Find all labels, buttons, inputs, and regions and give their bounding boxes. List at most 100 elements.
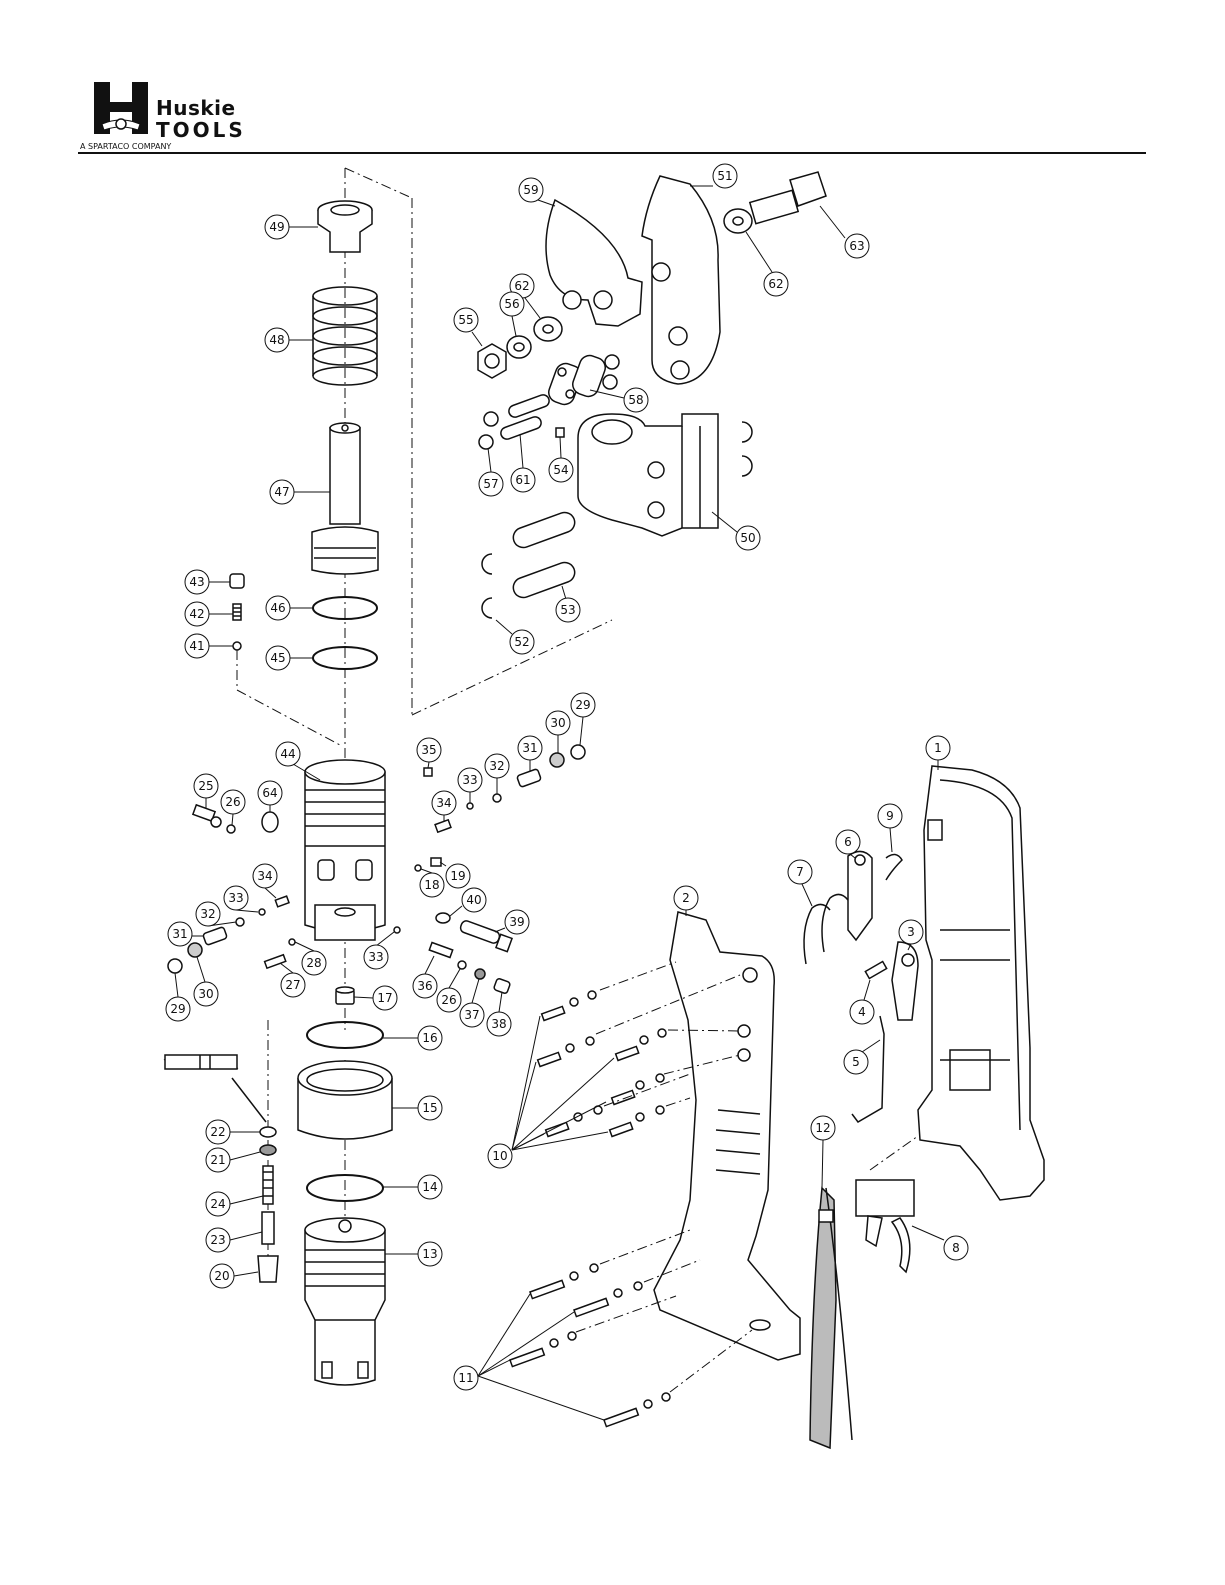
callout-34-left: 34 xyxy=(253,864,277,898)
part-28-o-ring xyxy=(289,939,295,945)
part-59-moving-jaw xyxy=(546,200,642,326)
svg-text:58: 58 xyxy=(628,393,643,407)
part-21-o-ring xyxy=(260,1145,276,1155)
detail-section-block xyxy=(165,1055,237,1069)
part-20-plug xyxy=(258,1256,278,1282)
part-34-spring-left xyxy=(275,896,289,907)
callout-54: 54 xyxy=(549,437,573,482)
part-50-clips xyxy=(742,422,752,476)
callout-46: 46 xyxy=(266,596,313,620)
part-62-washer-left xyxy=(534,317,562,341)
svg-text:20: 20 xyxy=(214,1269,229,1283)
callout-35: 35 xyxy=(417,738,441,768)
part-7-spring-a xyxy=(804,904,830,964)
callout-29-right: 29 xyxy=(571,693,595,745)
svg-text:56: 56 xyxy=(504,297,519,311)
svg-text:62: 62 xyxy=(514,279,529,293)
part-54-set-screw xyxy=(556,428,564,437)
svg-text:53: 53 xyxy=(560,603,575,617)
svg-text:13: 13 xyxy=(422,1247,437,1261)
callout-42: 42 xyxy=(185,602,233,626)
part-38-plug xyxy=(493,978,510,994)
callout-55: 55 xyxy=(454,308,482,346)
svg-text:52: 52 xyxy=(514,635,529,649)
part-7-spring-b xyxy=(822,894,848,952)
part-61-pins xyxy=(499,393,551,441)
callout-43: 43 xyxy=(185,570,230,594)
svg-text:31: 31 xyxy=(172,927,187,941)
callout-63: 63 xyxy=(820,206,869,258)
part-39-release-valve xyxy=(459,920,512,952)
part-11-screws xyxy=(510,1264,670,1427)
callout-48: 48 xyxy=(265,328,313,352)
svg-text:44: 44 xyxy=(280,747,295,761)
part-33-ball-left xyxy=(259,909,265,915)
callout-19: 19 xyxy=(440,862,470,888)
callout-30-left: 30 xyxy=(194,957,218,1006)
callout-18: 18 xyxy=(420,869,444,897)
svg-text:11: 11 xyxy=(458,1371,473,1385)
svg-text:41: 41 xyxy=(189,639,204,653)
callout-layer: 49 48 47 46 45 43 42 41 44 64 25 26 34 3… xyxy=(166,164,968,1420)
svg-text:1: 1 xyxy=(934,741,942,755)
part-57-clips xyxy=(479,412,498,449)
callout-58: 58 xyxy=(590,388,648,412)
svg-text:38: 38 xyxy=(491,1017,506,1031)
callout-28: 28 xyxy=(295,942,326,975)
callout-16: 16 xyxy=(383,1026,442,1050)
svg-text:32: 32 xyxy=(489,759,504,773)
part-36-spring xyxy=(429,942,452,957)
svg-text:37: 37 xyxy=(464,1008,479,1022)
svg-text:8: 8 xyxy=(952,1241,960,1255)
callout-34-right: 34 xyxy=(432,791,456,822)
callout-21: 21 xyxy=(206,1148,260,1172)
callout-36: 36 xyxy=(413,956,437,998)
callout-31-right: 31 xyxy=(518,736,542,772)
callout-45: 45 xyxy=(266,646,313,670)
svg-text:26: 26 xyxy=(225,795,240,809)
svg-text:57: 57 xyxy=(483,477,498,491)
svg-text:16: 16 xyxy=(422,1031,437,1045)
svg-text:4: 4 xyxy=(858,1005,866,1019)
callout-4: 4 xyxy=(850,980,874,1024)
svg-text:33: 33 xyxy=(368,950,383,964)
svg-text:43: 43 xyxy=(189,575,204,589)
part-26-washer xyxy=(227,825,235,833)
svg-text:26: 26 xyxy=(441,993,456,1007)
svg-text:34: 34 xyxy=(257,869,272,883)
svg-text:49: 49 xyxy=(269,220,284,234)
callout-27: 27 xyxy=(280,963,305,997)
svg-text:27: 27 xyxy=(285,978,300,992)
svg-text:46: 46 xyxy=(270,601,285,615)
svg-text:55: 55 xyxy=(458,313,473,327)
part-43-plug xyxy=(230,574,244,588)
svg-text:47: 47 xyxy=(274,485,289,499)
part-1-housing-right xyxy=(918,766,1044,1200)
svg-text:62: 62 xyxy=(768,277,783,291)
callout-13: 13 xyxy=(385,1242,442,1266)
callout-62-right: 62 xyxy=(746,232,788,296)
part-49-spring-cap xyxy=(318,201,372,252)
svg-text:7: 7 xyxy=(796,865,804,879)
part-40-seal xyxy=(436,913,450,923)
callout-37: 37 xyxy=(460,979,484,1027)
svg-text:51: 51 xyxy=(717,169,732,183)
part-30-screen-left xyxy=(188,943,202,957)
callout-31-left: 31 xyxy=(168,922,204,946)
callout-22: 22 xyxy=(206,1120,260,1144)
callout-1: 1 xyxy=(926,736,950,770)
svg-text:36: 36 xyxy=(417,979,432,993)
part-56-washer xyxy=(507,336,531,358)
svg-text:39: 39 xyxy=(509,915,524,929)
svg-text:30: 30 xyxy=(550,716,565,730)
callout-64: 64 xyxy=(258,781,282,812)
part-44-valve-body xyxy=(305,760,385,940)
part-32-washer-right xyxy=(493,794,501,802)
part-26-washer-right xyxy=(458,961,466,969)
part-17-plug xyxy=(336,987,354,1004)
callout-8: 8 xyxy=(912,1226,968,1260)
svg-text:3: 3 xyxy=(907,925,915,939)
callout-56: 56 xyxy=(500,292,524,336)
part-3-lever xyxy=(892,942,918,1020)
svg-text:33: 33 xyxy=(462,773,477,787)
